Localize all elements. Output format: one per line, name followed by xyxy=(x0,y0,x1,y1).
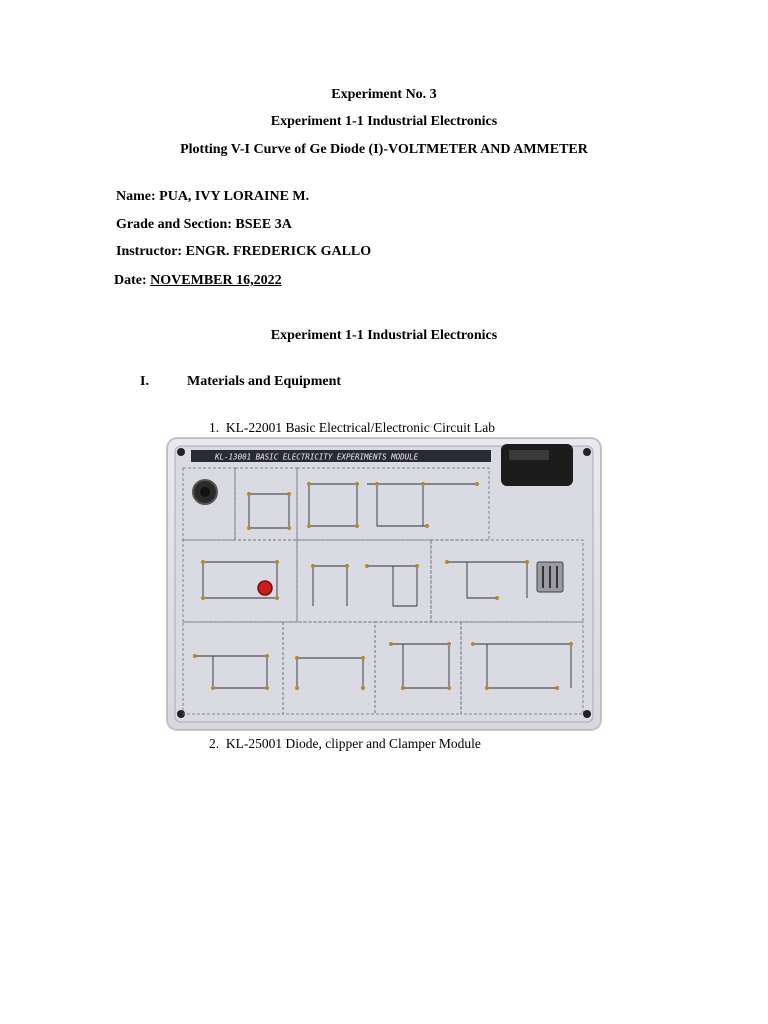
experiment-number: Experiment No. 3 xyxy=(331,87,437,102)
block-outlines xyxy=(182,467,584,715)
list-item-number: 2. xyxy=(209,736,220,751)
board-label: KL-13001 BASIC ELECTRICITY EXPERIMENTS M… xyxy=(214,453,419,462)
instructor-label: Instructor: xyxy=(116,244,183,259)
materials-title: Materials and Equipment xyxy=(187,374,342,389)
date-line: Date: NOVEMBER 16,2022 xyxy=(114,273,282,289)
section-heading: Experiment 1-1 Industrial Electronics xyxy=(270,328,498,343)
list-item: 2. KL-25001 Diode, clipper and Clamper M… xyxy=(209,736,481,752)
list-item-text: KL-25001 Diode, clipper and Clamper Modu… xyxy=(225,736,481,751)
instructor-value: ENGR. FREDERICK GALLO xyxy=(185,244,372,259)
date-label: Date: xyxy=(114,273,147,288)
plot-title: Plotting V-I Curve of Ge Diode (I)-VOLTM… xyxy=(180,142,588,157)
circuit-lab-board-image: KL-13001 BASIC ELECTRICITY EXPERIMENTS M… xyxy=(167,438,601,730)
materials-numeral: I. xyxy=(140,374,149,389)
screw-icons xyxy=(177,448,591,718)
grade-value: BSEE 3A xyxy=(235,217,292,232)
experiment-title: Experiment 1-1 Industrial Electronics xyxy=(270,114,498,129)
instructor-line: Instructor: ENGR. FREDERICK GALLO xyxy=(116,244,371,260)
name-label: Name: xyxy=(116,189,156,204)
potentiometer-knob-icon xyxy=(257,580,273,596)
circuit-board-drawing: KL-13001 BASIC ELECTRICITY EXPERIMENTS M… xyxy=(174,444,594,723)
name-value: PUA, IVY LORAINE M. xyxy=(159,189,310,204)
list-item: 1. KL-22001 Basic Electrical/Electronic … xyxy=(209,420,495,436)
grade-label: Grade and Section: xyxy=(116,217,232,232)
list-item-text: KL-22001 Basic Electrical/Electronic Cir… xyxy=(225,420,496,435)
name-line: Name: PUA, IVY LORAINE M. xyxy=(116,189,309,205)
grade-line: Grade and Section: BSEE 3A xyxy=(116,217,292,233)
component-dots xyxy=(193,482,573,690)
date-value: NOVEMBER 16,2022 xyxy=(150,273,282,288)
list-item-number: 1. xyxy=(209,420,220,435)
